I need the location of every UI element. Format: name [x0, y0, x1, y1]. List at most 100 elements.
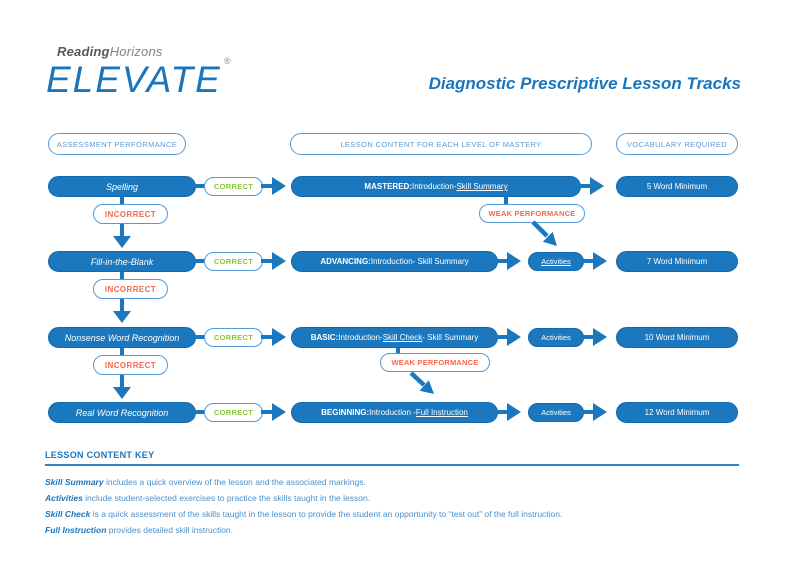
key-divider [45, 464, 739, 466]
assessment-pill-real-word-recognition: Real Word Recognition [48, 402, 196, 423]
arrow-down-icon [113, 387, 131, 399]
incorrect-badge: INCORRECT [93, 204, 168, 224]
arrow-right-icon [593, 252, 607, 270]
level-content: Introduction- [338, 333, 383, 342]
connector-line [261, 335, 273, 339]
connector-line [193, 335, 205, 339]
arrow-right-icon [593, 328, 607, 346]
brand-name-bold: Reading [57, 44, 110, 59]
level-pill-advancing: ADVANCING: Introduction- Skill Summary [291, 251, 498, 272]
connector-line [193, 410, 205, 414]
key-term: Skill Check [45, 509, 91, 519]
incorrect-badge: INCORRECT [93, 279, 168, 299]
correct-badge: CORRECT [204, 252, 263, 271]
page-title: Diagnostic Prescriptive Lesson Tracks [428, 74, 741, 93]
weak-performance-badge: WEAK PERFORMANCE [479, 204, 585, 223]
vocabulary-pill: 5 Word Minimum [616, 176, 738, 197]
activities-pill: Activities [528, 328, 584, 347]
assessment-pill-spelling: Spelling [48, 176, 196, 197]
column-header-vocabulary: VOCABULARY REQUIRED [616, 133, 738, 155]
activities-pill: Activities [528, 403, 584, 422]
level-content-link: Full Instruction [415, 408, 468, 417]
connector-line [193, 259, 205, 263]
level-content: Introduction - [369, 408, 416, 417]
key-item: Skill Summary includes a quick overview … [45, 477, 366, 487]
column-header-assessment: ASSESSMENT PERFORMANCE [48, 133, 186, 155]
connector-line [120, 299, 124, 311]
activities-label: Activities [541, 257, 571, 266]
connector-line [496, 259, 508, 263]
connector-line [582, 335, 594, 339]
vocabulary-pill: 10 Word Minimum [616, 327, 738, 348]
key-item: Full Instruction provides detailed skill… [45, 525, 233, 535]
key-description: provides detailed skill instruction. [106, 525, 234, 535]
weak-performance-arrow-icon [531, 220, 557, 246]
assessment-pill-fill-in-the-blank: Fill-in-the-Blank [48, 251, 196, 272]
key-description: is a quick assessment of the skills taug… [90, 509, 563, 519]
level-label: BASIC: [310, 333, 339, 342]
level-content: Introduction- [411, 182, 457, 191]
registered-mark-icon: ® [223, 56, 231, 66]
key-term: Skill Summary [45, 477, 104, 487]
connector-line [261, 410, 273, 414]
level-content-post: - Skill Summary [422, 333, 479, 342]
vocabulary-pill: 7 Word Minimum [616, 251, 738, 272]
arrow-right-icon [507, 403, 521, 421]
connector-line [261, 184, 273, 188]
arrow-down-icon [113, 311, 131, 323]
vocabulary-pill: 12 Word Minimum [616, 402, 738, 423]
connector-line [496, 410, 508, 414]
arrow-right-icon [272, 403, 286, 421]
key-term: Activities [45, 493, 83, 503]
brand-name-light: Horizons [109, 44, 163, 59]
arrow-right-icon [593, 403, 607, 421]
level-label: MASTERED: [364, 182, 412, 191]
correct-badge: CORRECT [204, 328, 263, 347]
connector-line [504, 197, 508, 205]
connector-line [579, 184, 591, 188]
level-label: ADVANCING: [320, 257, 371, 266]
level-pill-beginning: BEGINNING: Introduction - Full Instructi… [291, 402, 498, 423]
column-header-lesson-content: LESSON CONTENT FOR EACH LEVEL OF MASTERY [290, 133, 592, 155]
level-label: BEGINNING: [321, 408, 370, 417]
correct-badge: CORRECT [204, 177, 263, 196]
key-item: Activities include student-selected exer… [45, 493, 370, 503]
arrow-right-icon [507, 252, 521, 270]
connector-line [193, 184, 205, 188]
arrow-right-icon [272, 328, 286, 346]
level-pill-basic: BASIC: Introduction- Skill Check- Skill … [291, 327, 498, 348]
connector-line [496, 335, 508, 339]
arrow-down-icon [113, 236, 131, 248]
level-content-link: Skill Summary [456, 182, 508, 191]
arrow-right-icon [590, 177, 604, 195]
key-description: include student-selected exercises to pr… [82, 493, 371, 503]
assessment-pill-nonsense-word-recognition: Nonsense Word Recognition [48, 327, 196, 348]
connector-line [261, 259, 273, 263]
connector-line [120, 224, 124, 236]
connector-line [120, 348, 124, 355]
activities-pill: Activities [528, 252, 584, 271]
connector-line [120, 197, 124, 204]
key-item: Skill Check is a quick assessment of the… [45, 509, 562, 519]
weak-performance-arrow-icon [409, 371, 434, 394]
arrow-right-icon [272, 252, 286, 270]
connector-line [582, 410, 594, 414]
key-description: includes a quick overview of the lesson … [103, 477, 366, 487]
key-title: LESSON CONTENT KEY [45, 450, 155, 460]
connector-line [120, 272, 124, 279]
key-term: Full Instruction [45, 525, 107, 535]
arrow-right-icon [507, 328, 521, 346]
correct-badge: CORRECT [204, 403, 263, 422]
level-pill-mastered: MASTERED: Introduction- Skill Summary [291, 176, 581, 197]
brand-name: ReadingHorizons [57, 44, 163, 59]
weak-performance-badge: WEAK PERFORMANCE [380, 353, 490, 372]
connector-line [120, 375, 124, 387]
product-logo-text: ELEVATE [46, 59, 222, 100]
connector-line [582, 259, 594, 263]
incorrect-badge: INCORRECT [93, 355, 168, 375]
product-logo: ELEVATE® [46, 56, 230, 101]
level-content: Introduction- Skill Summary [370, 257, 469, 266]
level-content-link: Skill Check [382, 333, 423, 342]
connector-line [396, 348, 400, 354]
